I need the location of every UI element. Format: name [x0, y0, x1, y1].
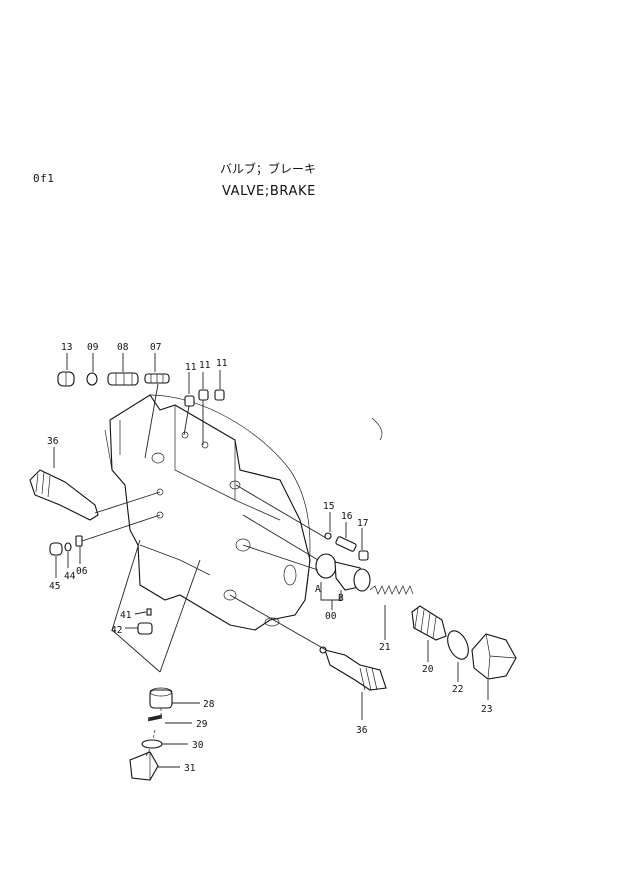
part-08-sleeve: [107, 372, 139, 386]
part-11-plugs: [184, 389, 225, 407]
part-09-o-ring: [86, 372, 98, 386]
page-code: 0f1: [33, 172, 55, 185]
callout-11-c: 11: [216, 358, 228, 369]
part-15-ball: [324, 532, 332, 540]
callout-08: 08: [117, 342, 129, 353]
callout-11-b: 11: [199, 360, 211, 371]
part-07-spool: [144, 373, 170, 384]
callout-a: A: [315, 584, 321, 595]
callout-30: 30: [192, 740, 204, 751]
callout-15: 15: [323, 501, 334, 512]
part-16-pin: [335, 536, 357, 552]
callout-22: 22: [452, 684, 463, 695]
callout-07: 07: [150, 342, 161, 353]
part-23-plug: [471, 633, 517, 680]
callout-28: 28: [203, 699, 215, 710]
callout-16: 16: [341, 511, 353, 522]
part-13-plug: [57, 371, 75, 387]
callout-00: 00: [325, 611, 337, 622]
part-06-orifice: [75, 535, 83, 547]
callout-36-left: 36: [47, 436, 59, 447]
part-36-relief-valve-right: [319, 646, 387, 691]
part-31-plug: [129, 751, 159, 781]
valve-body: [104, 394, 383, 631]
callout-17: 17: [357, 518, 368, 529]
callout-45: 45: [49, 581, 60, 592]
title-english: VALVE;BRAKE: [222, 184, 316, 199]
part-36-relief-valve-left: [29, 469, 99, 521]
part-44-o-ring: [64, 542, 72, 552]
callout-44: 44: [64, 571, 76, 582]
part-20-spring: [411, 605, 447, 641]
callout-06: 06: [76, 566, 88, 577]
callout-labels: 13 09 08 07 11 11 11 36 15 16 17 A B 00 …: [47, 342, 492, 774]
callout-11-a: 11: [185, 362, 197, 373]
part-42-plug: [137, 622, 153, 635]
callout-21: 21: [379, 642, 391, 653]
callout-23: 23: [481, 704, 492, 715]
callout-20: 20: [422, 664, 434, 675]
part-41-pin: [146, 608, 152, 616]
part-30-o-ring: [141, 739, 163, 749]
part-a-b-spools: [315, 553, 371, 592]
callout-09: 09: [87, 342, 99, 353]
part-45-plug: [49, 542, 63, 556]
callout-29: 29: [196, 719, 208, 730]
leader-lines: [53, 353, 489, 768]
part-29-spring: [147, 714, 163, 722]
callout-13: 13: [61, 342, 72, 353]
callout-36-right: 36: [356, 725, 368, 736]
part-17-plug: [358, 550, 369, 561]
callout-41: 41: [120, 610, 132, 621]
part-28-cap: [149, 687, 173, 709]
callout-b: B: [338, 593, 344, 604]
part-22-o-ring: [447, 630, 469, 660]
callout-31: 31: [184, 763, 196, 774]
callout-42: 42: [111, 625, 122, 636]
part-21-spring: [369, 585, 414, 595]
